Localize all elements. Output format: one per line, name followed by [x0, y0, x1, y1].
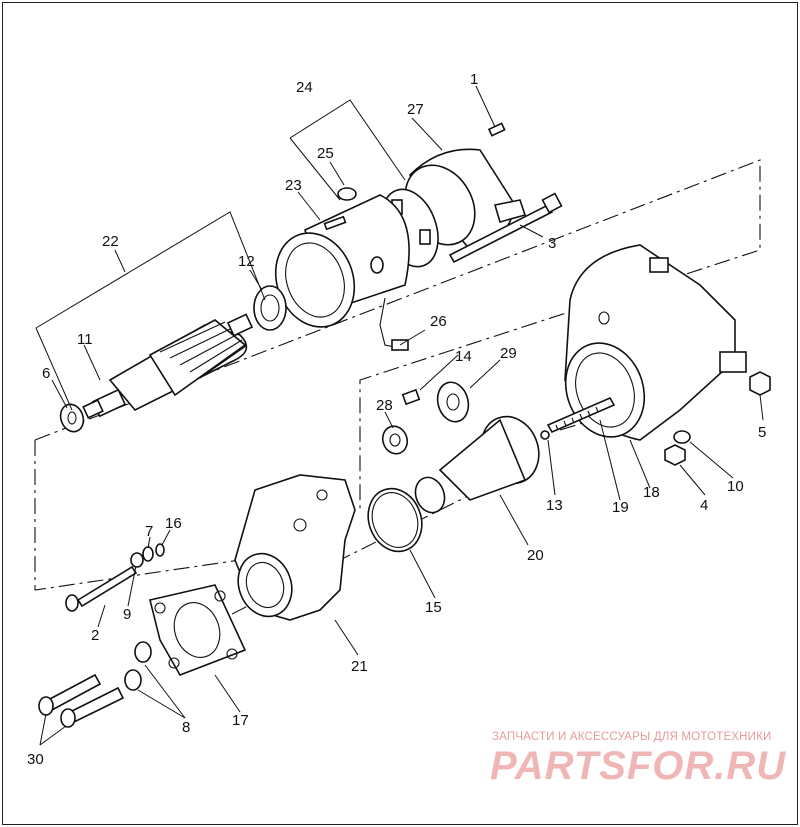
part-19-shaft [546, 396, 616, 434]
callout-25: 25 [317, 145, 334, 162]
part-25-clip [337, 187, 357, 201]
callout-22: 22 [102, 233, 119, 250]
callout-29: 29 [500, 345, 517, 362]
callout-21: 21 [351, 658, 368, 675]
part-8-washer-a [134, 641, 152, 663]
part-17-gasket [149, 584, 247, 676]
part-29-gear [436, 381, 470, 423]
callout-17: 17 [232, 712, 249, 729]
callout-11: 11 [77, 331, 93, 348]
part-8-washer-b [124, 669, 142, 691]
part-1-screw [487, 122, 506, 137]
callout-18: 18 [643, 484, 660, 501]
part-13-ball [540, 430, 550, 440]
callout-7: 7 [145, 523, 153, 540]
callout-13: 13 [546, 497, 563, 514]
callout-10: 10 [727, 478, 744, 495]
part-28-retainer [381, 425, 409, 455]
part-20-clutch [414, 415, 540, 514]
part-15-o-ring [367, 487, 423, 553]
callout-8: 8 [182, 719, 190, 736]
callout-9: 9 [123, 606, 131, 623]
callout-20: 20 [527, 547, 544, 564]
part-12-bearing [253, 285, 287, 331]
callout-1: 1 [470, 71, 478, 88]
part-5-nut [719, 351, 771, 396]
callout-14: 14 [455, 348, 472, 365]
part-16-o-ring [155, 543, 165, 557]
part-23-field-frame [274, 194, 410, 328]
watermark-brand: PARTSFOR.RU [490, 744, 787, 788]
callout-3: 3 [548, 235, 556, 252]
callout-30: 30 [27, 751, 44, 768]
callout-16: 16 [165, 515, 182, 532]
part-2-bolt [65, 565, 138, 612]
part-11-armature [82, 313, 254, 419]
callout-labels: 1 2 3 4 5 6 7 8 9 10 11 12 13 14 15 16 1… [27, 71, 766, 768]
watermark-tagline: ЗАПЧАСТИ И АКСЕССУАРЫ ДЛЯ МОТОТЕХНИКИ [492, 731, 772, 743]
callout-19: 19 [612, 499, 629, 516]
part-3-through-bolt [448, 192, 563, 264]
callout-24: 24 [296, 79, 313, 96]
part-9-lock-washer [130, 552, 144, 568]
callout-2: 2 [91, 627, 99, 644]
callout-12: 12 [238, 253, 255, 270]
callout-23: 23 [285, 177, 302, 194]
callout-5: 5 [758, 424, 766, 441]
callout-27: 27 [407, 101, 424, 118]
part-21-drive-housing [234, 474, 356, 621]
part-4-nut [664, 444, 686, 466]
part-10-washer [673, 430, 691, 444]
part-30-screws [38, 673, 125, 728]
callout-15: 15 [425, 599, 442, 616]
callout-26: 26 [430, 313, 447, 330]
leader-lines [35, 85, 764, 746]
callout-4: 4 [700, 497, 708, 514]
part-6-washer [59, 403, 85, 433]
part-7-washer [142, 546, 154, 562]
callout-6: 6 [42, 365, 50, 382]
part-14-pin [401, 388, 421, 406]
callout-28: 28 [376, 397, 393, 414]
